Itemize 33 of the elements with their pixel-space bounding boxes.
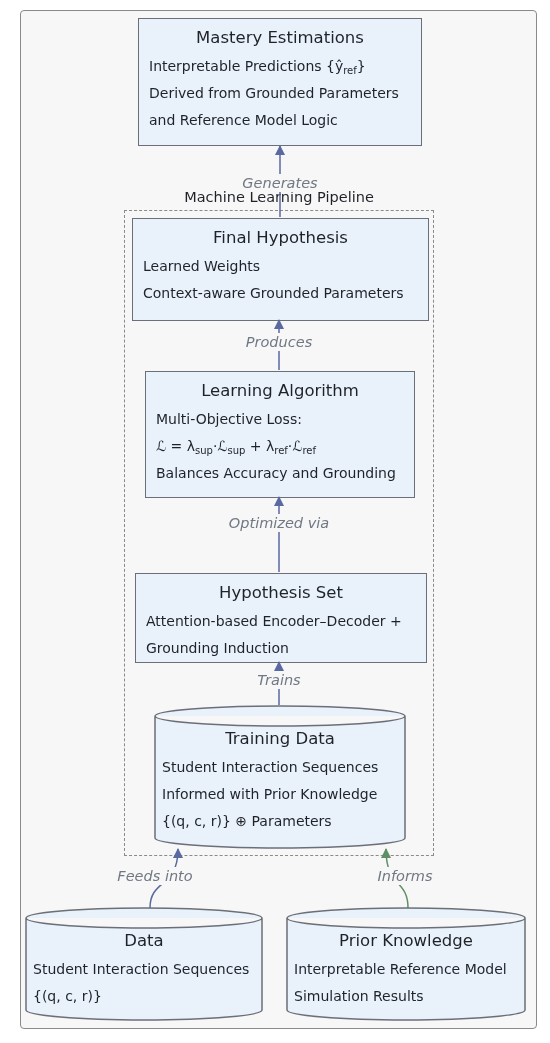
node-text: Student Interaction Sequences — [162, 758, 380, 777]
node-text: Balances Accuracy and Grounding — [156, 464, 397, 483]
node-text: Attention-based Encoder–Decoder + Grounding Induction — [146, 612, 403, 658]
edge-label: Optimized via — [226, 514, 332, 532]
node-title: Data — [123, 930, 165, 952]
node-title: Hypothesis Set — [218, 582, 344, 604]
node-title: Prior Knowledge — [338, 930, 474, 952]
node-text: Student Interaction Sequences — [33, 960, 251, 979]
node-title: Final Hypothesis — [212, 227, 349, 249]
node-text: Informed with Prior Knowledge — [162, 785, 379, 804]
process-box — [132, 218, 429, 321]
node-text: Interpretable Predictions {ŷ$_{ref}$} — [149, 57, 367, 78]
edge-label: Informs — [375, 867, 435, 885]
edge-label: Produces — [243, 333, 315, 351]
node-text: ℒ = λ$_{sup}$·ℒ$_{sup}$ + λ$_{ref}$·ℒ$_{ref}$ — [156, 437, 318, 458]
node-text: Interpretable Reference Model — [294, 960, 508, 979]
node-text: Learned Weights — [143, 257, 262, 276]
database-cylinder — [154, 704, 406, 850]
node-title: Learning Algorithm — [200, 380, 360, 402]
node-text: {(q, c, r)} ⊕ Parameters — [162, 812, 333, 831]
node-text: Multi-Objective Loss: — [156, 410, 303, 429]
node-title: Training Data — [224, 728, 336, 750]
edge-label: Generates — [240, 174, 320, 192]
process-box — [145, 371, 415, 498]
edge-label: Feeds into — [115, 867, 195, 885]
process-box — [138, 18, 422, 146]
process-box — [135, 573, 427, 663]
node-text: Simulation Results — [294, 987, 425, 1006]
node-title: Mastery Estimations — [195, 27, 365, 49]
node-text: {(q, c, r)} — [33, 987, 103, 1006]
node-text: Derived from Grounded Parameters and Reference Model Logic — [149, 84, 400, 130]
edge-label: Trains — [255, 671, 303, 689]
node-text: Context-aware Grounded Parameters — [143, 284, 405, 303]
